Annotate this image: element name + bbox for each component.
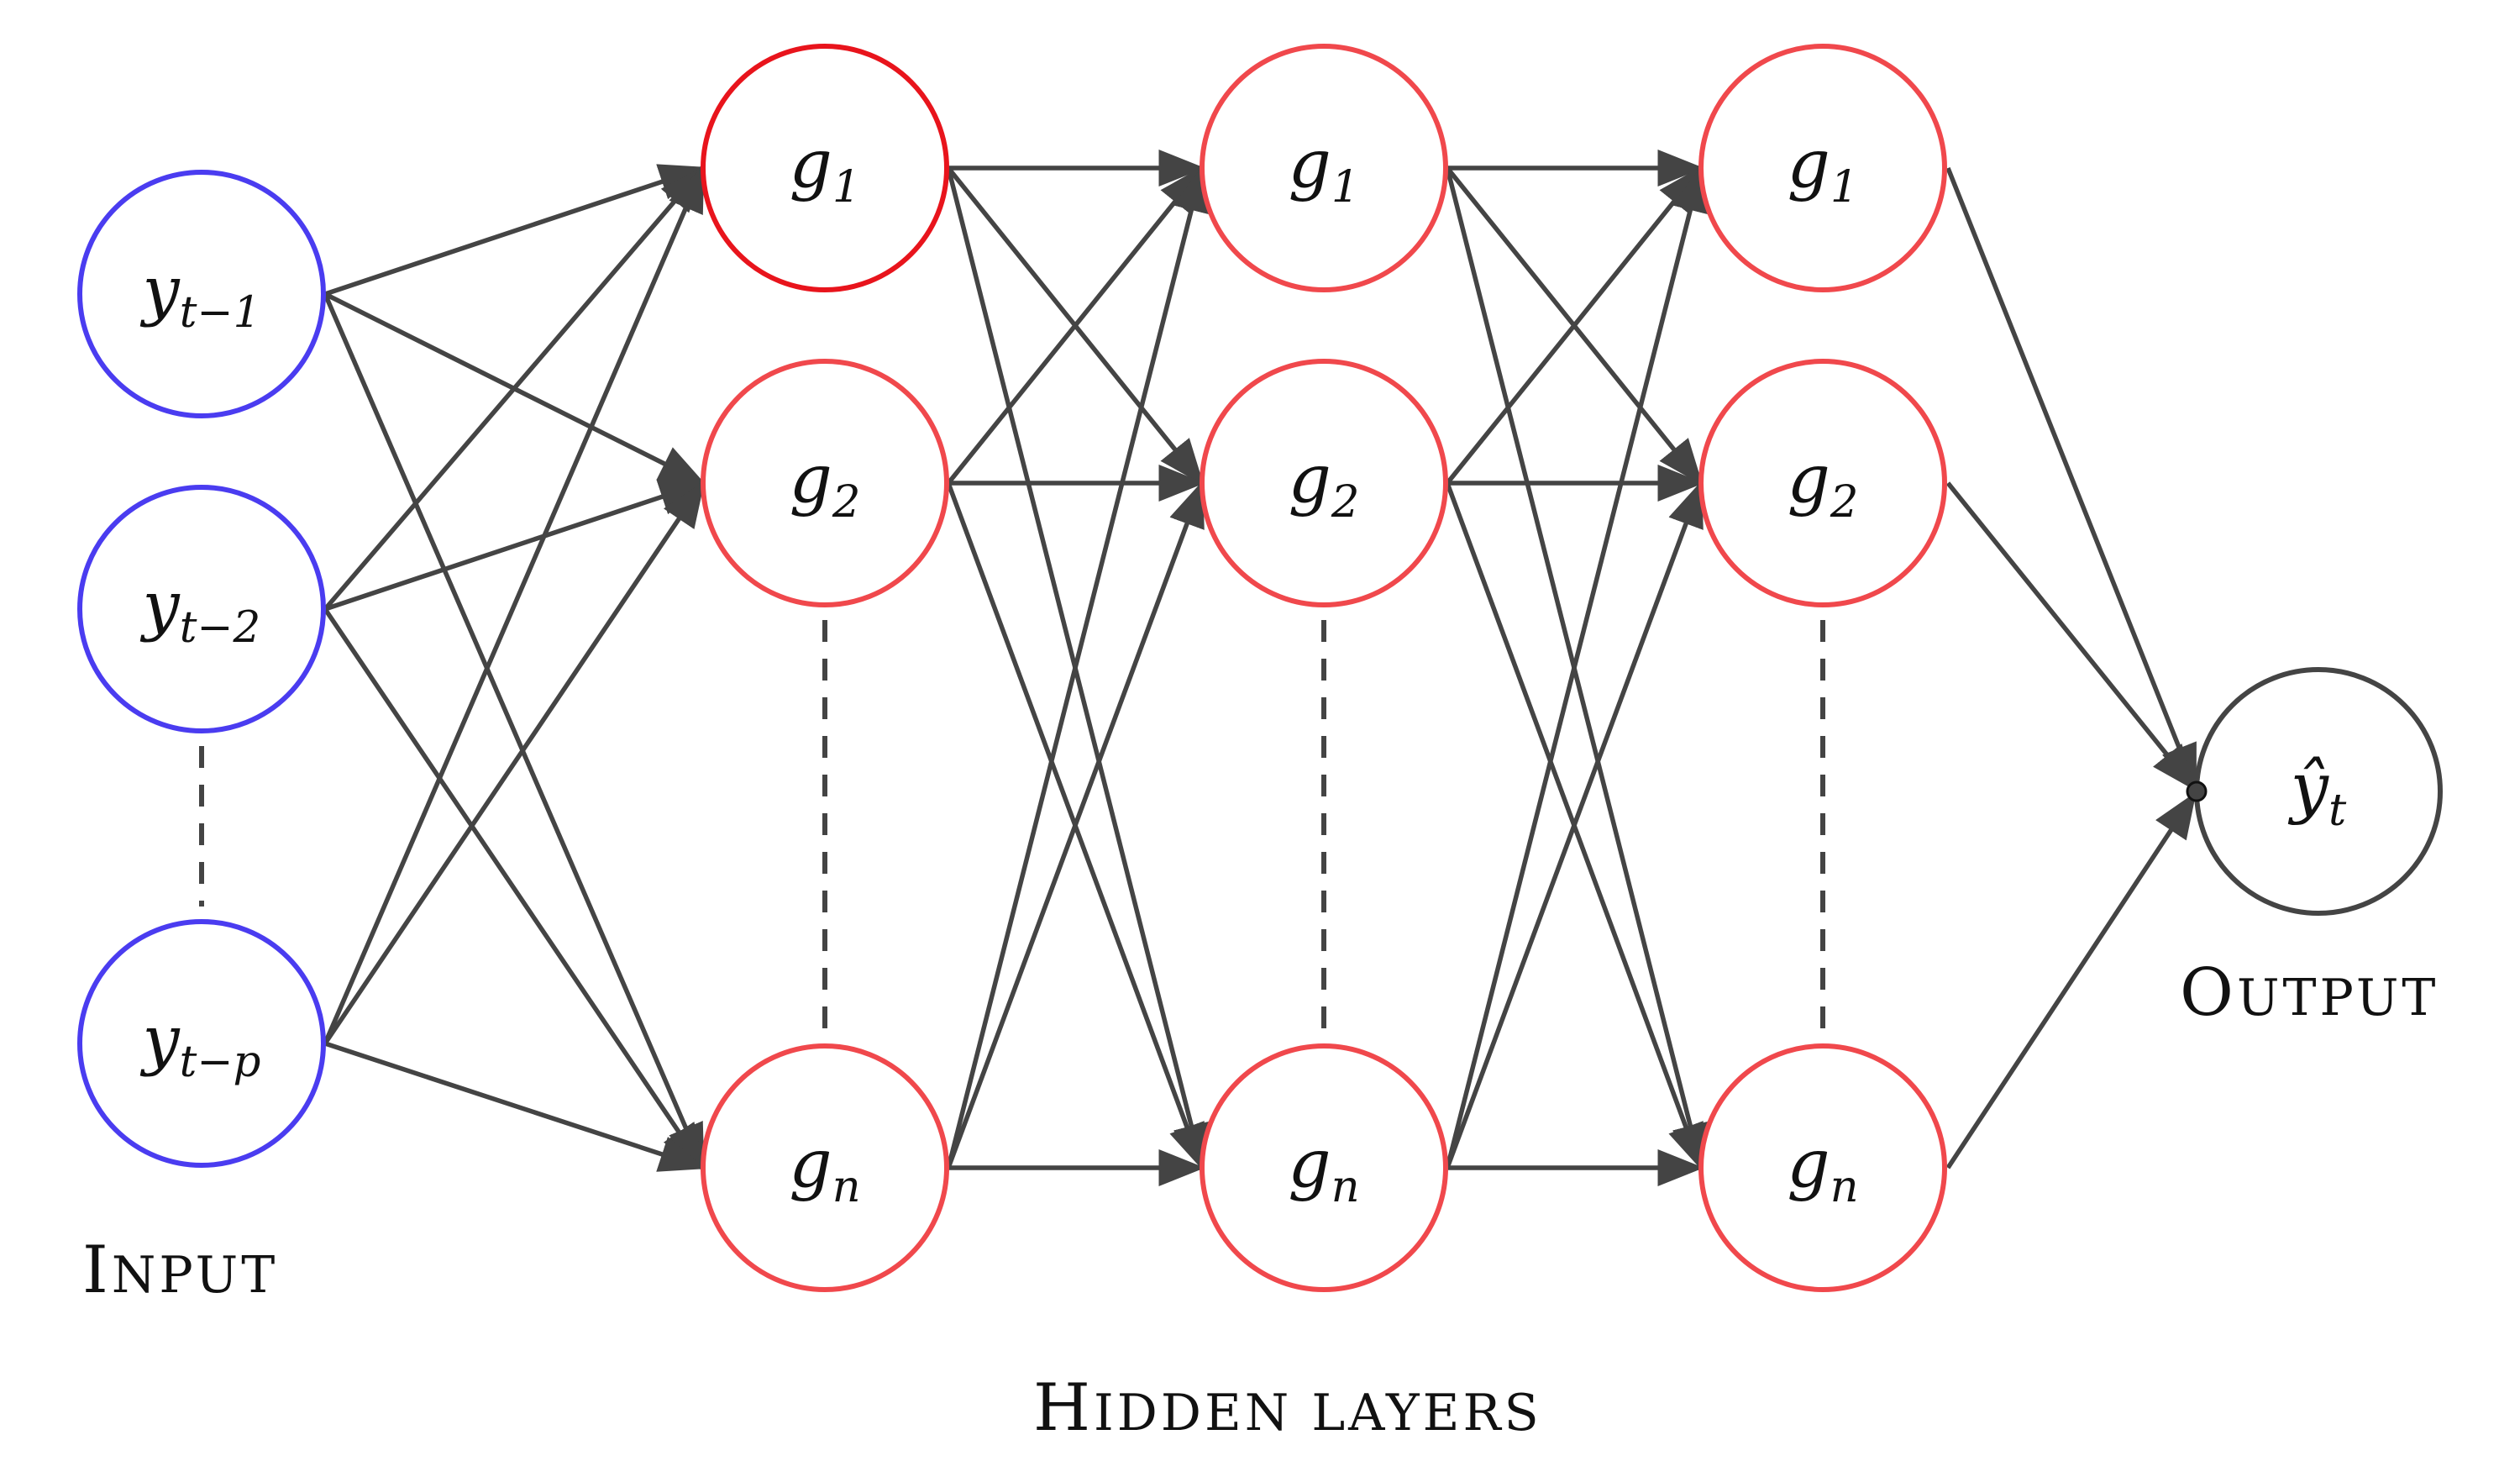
input-section-label: INPUT bbox=[82, 1232, 278, 1308]
hidden-layer-2-node-1 bbox=[1200, 44, 1448, 292]
hidden-layer-1-node-3 bbox=[701, 1043, 949, 1292]
ellipsis-dashes-group bbox=[199, 620, 1825, 1031]
hidden-layer-3-node-1-label: g1 bbox=[1788, 124, 1859, 213]
edge-input-2-to-h1-3 bbox=[323, 607, 705, 1170]
edge-h1-3-to-h2-2 bbox=[946, 480, 1205, 1169]
hidden-layer-1-node-2 bbox=[701, 359, 949, 607]
edge-h1-3-to-h2-1 bbox=[946, 165, 1210, 1169]
hidden-layer-3-node-3 bbox=[1698, 1043, 1947, 1292]
output-junction-dot bbox=[2186, 780, 2208, 802]
hidden-layer-2-node-3 bbox=[1200, 1043, 1448, 1292]
hidden-layer-1-node-2-label: g2 bbox=[790, 439, 861, 528]
hidden-layer-2-node-3-label: gn bbox=[1288, 1124, 1359, 1212]
edge-input-1-to-h1-1 bbox=[324, 164, 706, 297]
hidden-layer-3-node-3-label: gn bbox=[1787, 1124, 1858, 1212]
edge-h2-3-to-h3-2 bbox=[1445, 480, 1704, 1169]
output-node-label: ŷt bbox=[2288, 748, 2347, 836]
edge-h3-2-to-output bbox=[1945, 481, 2197, 791]
hidden-layer-1-node-3-label: gn bbox=[789, 1124, 860, 1212]
edge-input-2-to-h1-2 bbox=[324, 479, 706, 612]
edge-input-3-to-h1-2 bbox=[323, 481, 705, 1045]
edge-h1-2-to-h2-1 bbox=[946, 166, 1205, 485]
edge-h3-3-to-output bbox=[1945, 791, 2197, 1169]
input-node-1-label: yt−1 bbox=[140, 253, 261, 338]
edge-h2-2-to-h3-1 bbox=[1445, 166, 1704, 485]
input-node-1 bbox=[77, 170, 326, 418]
edge-input-2-to-h1-1 bbox=[323, 166, 706, 611]
edge-input-1-to-h1-3 bbox=[323, 292, 705, 1171]
output-section-label: OUTPUT bbox=[2180, 955, 2439, 1031]
input-node-3-label: yt−p bbox=[140, 1002, 261, 1087]
hidden-layers-section-label: HIDDEN LAYERS bbox=[1033, 1370, 1542, 1446]
input-node-2 bbox=[77, 485, 326, 733]
hidden-layer-3-node-2 bbox=[1698, 359, 1947, 607]
edge-h3-1-to-output bbox=[1945, 166, 2197, 791]
edge-input-3-to-h1-1 bbox=[323, 165, 705, 1045]
hidden-layer-1-node-1 bbox=[701, 44, 949, 292]
hidden-layer-1-node-1-label: g1 bbox=[790, 124, 861, 213]
hidden-layer-3-node-1 bbox=[1698, 44, 1947, 292]
edge-h2-3-to-h3-1 bbox=[1445, 165, 1709, 1169]
input-node-3 bbox=[77, 919, 326, 1168]
hidden-layer-3-node-2-label: g2 bbox=[1788, 439, 1859, 528]
hidden-layer-2-node-1-label: g1 bbox=[1289, 124, 1360, 213]
input-node-2-label: yt−2 bbox=[140, 568, 261, 653]
nodes-group: yt−1 yt−2 yt−p g1 g2 gn g1 g2 gn g1 g2 gn ŷt bbox=[77, 44, 2443, 1292]
hidden-layer-2-node-2-label: g2 bbox=[1289, 439, 1360, 528]
hidden-layer-2-node-2 bbox=[1200, 359, 1448, 607]
edges-group bbox=[323, 150, 2197, 1186]
edge-input-3-to-h1-3 bbox=[324, 1041, 706, 1172]
